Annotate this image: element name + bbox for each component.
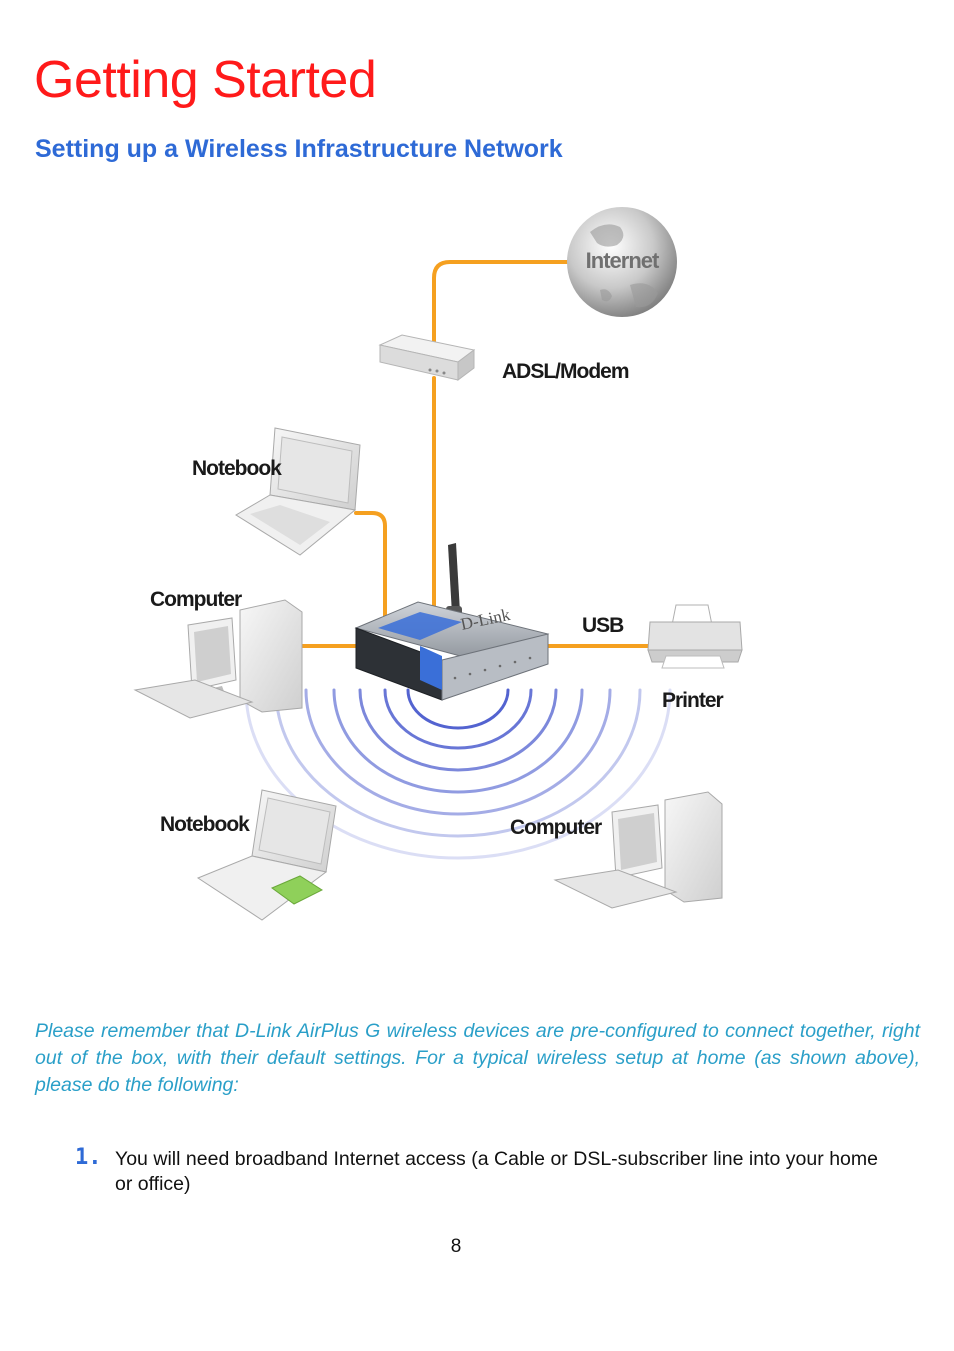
- computer-right-icon: [553, 791, 723, 909]
- intro-paragraph: Please remember that D-Link AirPlus G wi…: [35, 1020, 920, 1096]
- antenna-icon: [446, 543, 462, 618]
- printer-label: Printer: [662, 689, 724, 712]
- section-subtitle: Setting up a Wireless Infrastructure Net…: [35, 135, 563, 163]
- network-diagram: Internet ADSL/Modem Notebook Computer D-: [133, 207, 743, 921]
- internet-globe-icon: Internet: [567, 207, 677, 317]
- page-number: 8: [450, 1236, 462, 1257]
- page-title: Getting Started: [34, 51, 377, 109]
- step-text: You will need broadband Internet access …: [115, 1148, 878, 1195]
- usb-label: USB: [582, 614, 624, 637]
- computer-right-label: Computer: [510, 816, 602, 839]
- modem-icon: [378, 334, 476, 381]
- printer-icon: [647, 604, 743, 669]
- notebook-top-label: Notebook: [192, 457, 282, 480]
- notebook-bottom-icon: [196, 789, 337, 921]
- computer-left-label: Computer: [150, 588, 242, 611]
- modem-label: ADSL/Modem: [502, 360, 629, 383]
- notebook-top-icon: [235, 427, 361, 556]
- computer-left-icon: [133, 599, 303, 719]
- router-icon: D-Link: [354, 601, 550, 701]
- step-number: 1.: [75, 1145, 102, 1170]
- notebook-bottom-label: Notebook: [160, 813, 250, 836]
- internet-label: Internet: [586, 248, 660, 273]
- cable-internet-modem: [432, 260, 585, 350]
- wireless-waves: [244, 688, 672, 860]
- cables: [298, 260, 652, 648]
- cable-notebook-router: [354, 511, 387, 627]
